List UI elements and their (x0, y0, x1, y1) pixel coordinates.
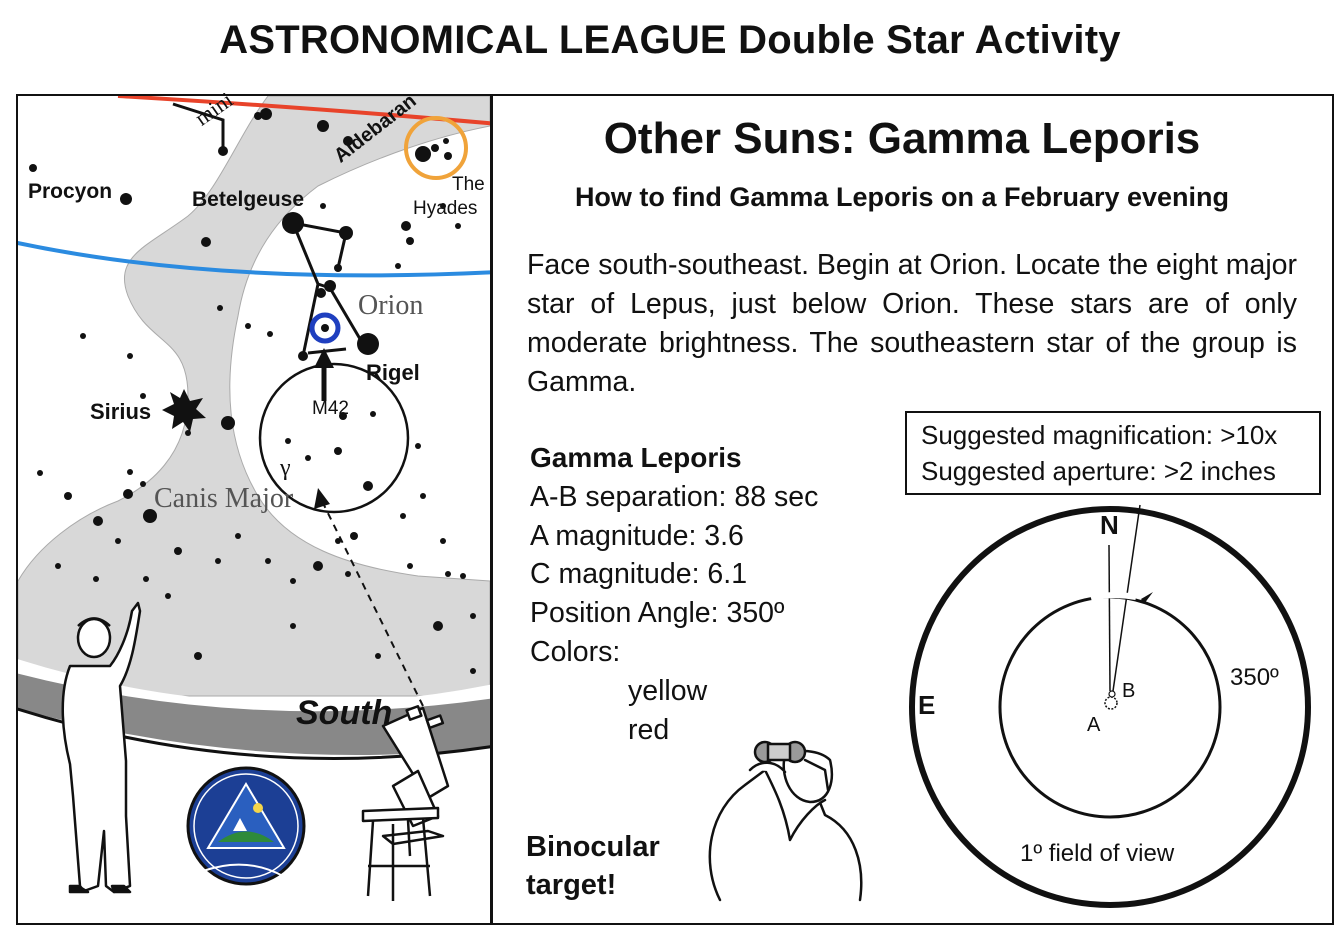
orion-label: Orion (358, 290, 424, 321)
suggested-magnification: Suggested magnification: >10x (921, 420, 1278, 450)
facts-heading: Gamma Leporis (530, 442, 742, 473)
color-b: red (628, 713, 670, 746)
page-title: ASTRONOMICAL LEAGUE Double Star Activity (219, 18, 1121, 62)
betelgeuse-label: Betelgeuse (192, 188, 305, 211)
celestial-equator-line (18, 240, 490, 278)
m42-label: M42 (312, 398, 349, 419)
suggested-equipment-box: Suggested magnification: >10x Suggested … (905, 411, 1321, 495)
fov-north-label: N (1100, 510, 1119, 540)
sirius-label: Sirius (90, 399, 152, 424)
panel-title: Other Suns: Gamma Leporis (603, 114, 1201, 163)
telescope (361, 704, 450, 901)
star-facts: Gamma Leporis A-B separation: 88 sec A m… (530, 439, 818, 749)
sirius-star (162, 389, 206, 432)
hyades-label: Hyades (413, 198, 478, 219)
star-a-label: A (1087, 714, 1101, 736)
ab-separation: A-B separation: 88 sec (530, 480, 819, 513)
a-magnitude: A magnitude: 3.6 (530, 519, 744, 552)
panel-divider (490, 94, 493, 925)
procyon-label: Procyon (28, 180, 113, 203)
fov-angle-label: 350º (1230, 664, 1279, 691)
milky-way-band (18, 96, 490, 697)
hyades-ring (404, 116, 468, 180)
observer-figure (61, 601, 142, 894)
fov-east-label: E (918, 690, 936, 720)
position-angle: Position Angle: 350º (530, 597, 785, 630)
south-label: South (296, 694, 393, 732)
gamma-label: γ (280, 455, 291, 481)
activity-frame (16, 94, 1334, 925)
binocular-line1: Binocular (526, 831, 660, 863)
color-a: yellow (628, 674, 708, 707)
field-of-view-diagram (909, 504, 1311, 908)
hyades-the-label: The (452, 174, 485, 195)
suggested-aperture: Suggested aperture: >2 inches (921, 456, 1276, 486)
star-map (18, 96, 490, 923)
binocular-target-note: Binocular target! (526, 828, 660, 904)
panel-subtitle: How to find Gamma Leporis on a February … (574, 182, 1230, 212)
lepus-finder-circle (258, 362, 410, 514)
rigel-label: Rigel (366, 360, 420, 385)
binocular-line2: target! (526, 869, 617, 901)
canis-major-label: Canis Major (154, 483, 294, 514)
astronomical-league-logo (186, 766, 306, 886)
finding-instructions: Face south-southeast. Begin at Orion. Lo… (527, 249, 1297, 398)
star-b-label: B (1122, 680, 1136, 702)
fov-caption: 1º field of view (1020, 840, 1175, 867)
colors-label: Colors: (530, 635, 621, 668)
binocular-observer-icon (708, 740, 863, 902)
c-magnitude: C magnitude: 6.1 (530, 558, 748, 591)
